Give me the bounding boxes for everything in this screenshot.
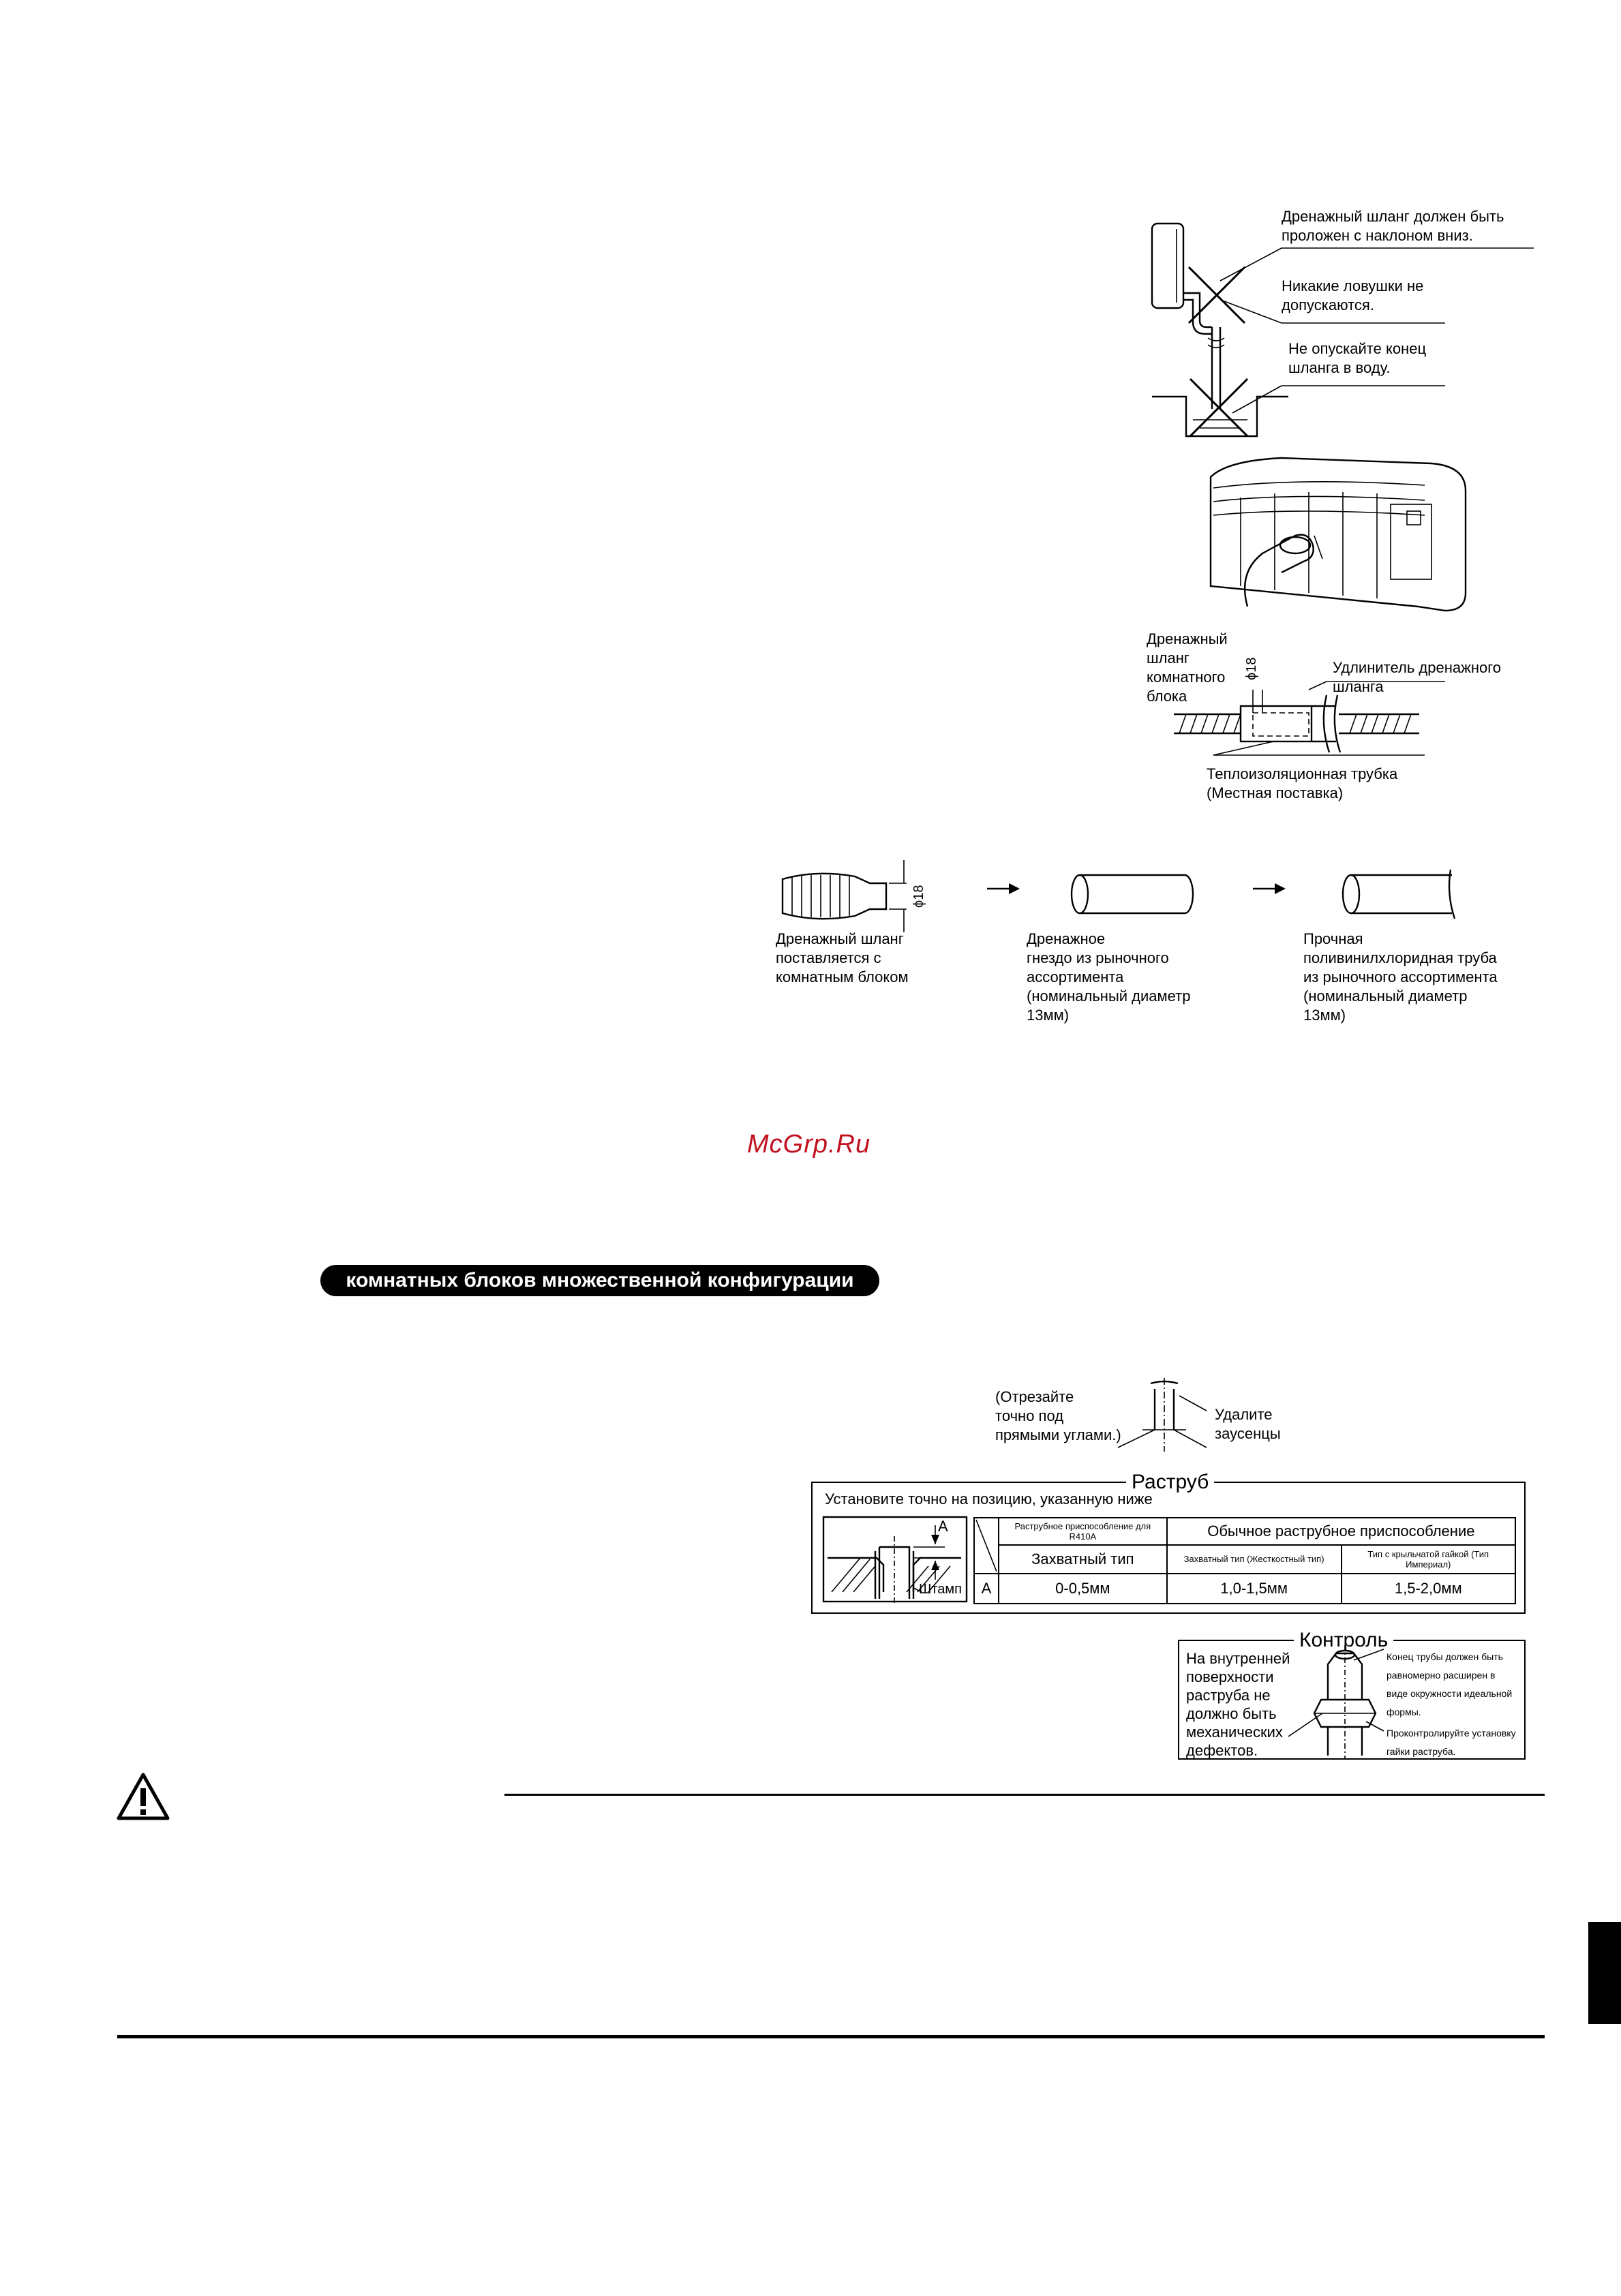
col-conventional: Обычное раструбное приспособление — [1166, 1517, 1517, 1546]
warning-rule — [504, 1794, 1545, 1796]
diameter-label: ϕ18 — [1244, 657, 1259, 680]
watermark: McGrp.Ru — [747, 1130, 871, 1159]
footer-rule — [117, 2035, 1545, 2038]
nut-check-note: Проконтролируйте установку гайки раструб… — [1387, 1728, 1516, 1757]
cut-right-angle-note: (Отрезайте точно под прямыми углами.) — [995, 1388, 1121, 1443]
sub-clutch-r410a: Захватный тип — [998, 1544, 1168, 1575]
flare-even-note: Конец трубы должен быть равномерно расши… — [1387, 1651, 1513, 1717]
flare-table: Раструбное приспособление для R410A Обыч… — [973, 1517, 1517, 1604]
sub-clutch-rigid: Захватный тип (Жесткостный тип) — [1166, 1544, 1342, 1575]
die-label: Штамп — [919, 1582, 962, 1597]
val-rigid: 1,0-1,5мм — [1166, 1573, 1342, 1604]
warning-icon — [117, 1773, 170, 1820]
indoor-hose-label: Дренажный шланг комнатного блока — [1147, 630, 1228, 705]
section-header: комнатных блоков множественной конфигура… — [320, 1265, 879, 1296]
val-imperial: 1,5-2,0мм — [1340, 1573, 1517, 1604]
flare-title: Раструб — [1126, 1472, 1215, 1493]
row-label-a: A — [973, 1573, 999, 1604]
dimension-a-label: A — [938, 1518, 948, 1535]
hose-end-water-note: Не опускайте конец шланга в воду. — [1288, 340, 1427, 376]
sub-wingnut: Тип с крыльчатой гайкой (Тип Империал) — [1340, 1544, 1517, 1575]
extension-hose-label: Удлинитель дренажного шланга — [1333, 659, 1501, 695]
no-traps-note: Никакие ловушки не допускаются. — [1282, 277, 1424, 313]
drain-socket-label: Дренажное гнездо из рыночного ассортимен… — [1027, 930, 1191, 1024]
inner-surface-note: На внутренней поверхности раструба не до… — [1186, 1650, 1290, 1759]
insulation-tube-label: Теплоизоляционная трубка (Местная постав… — [1207, 765, 1398, 801]
supplied-hose-label: Дренажный шланг поставляется с комнатным… — [776, 930, 909, 985]
language-tab-marker — [1588, 1922, 1621, 2024]
col-r410a: Раструбное приспособление для R410A — [998, 1517, 1168, 1546]
drain-slope-note: Дренажный шланг должен быть проложен с н… — [1282, 208, 1504, 244]
flare-instruction: Установите точно на позицию, указанную н… — [825, 1490, 1153, 1507]
pvc-pipe-label: Прочная поливинилхлоридная труба из рыно… — [1303, 930, 1498, 1024]
val-r410a: 0-0,5мм — [998, 1573, 1168, 1604]
check-title: Контроль — [1294, 1630, 1394, 1651]
flare-table-corner — [973, 1517, 999, 1574]
parts-diameter-label: ϕ18 — [911, 885, 926, 908]
remove-burrs-note: Удалите заусенцы — [1215, 1406, 1281, 1442]
